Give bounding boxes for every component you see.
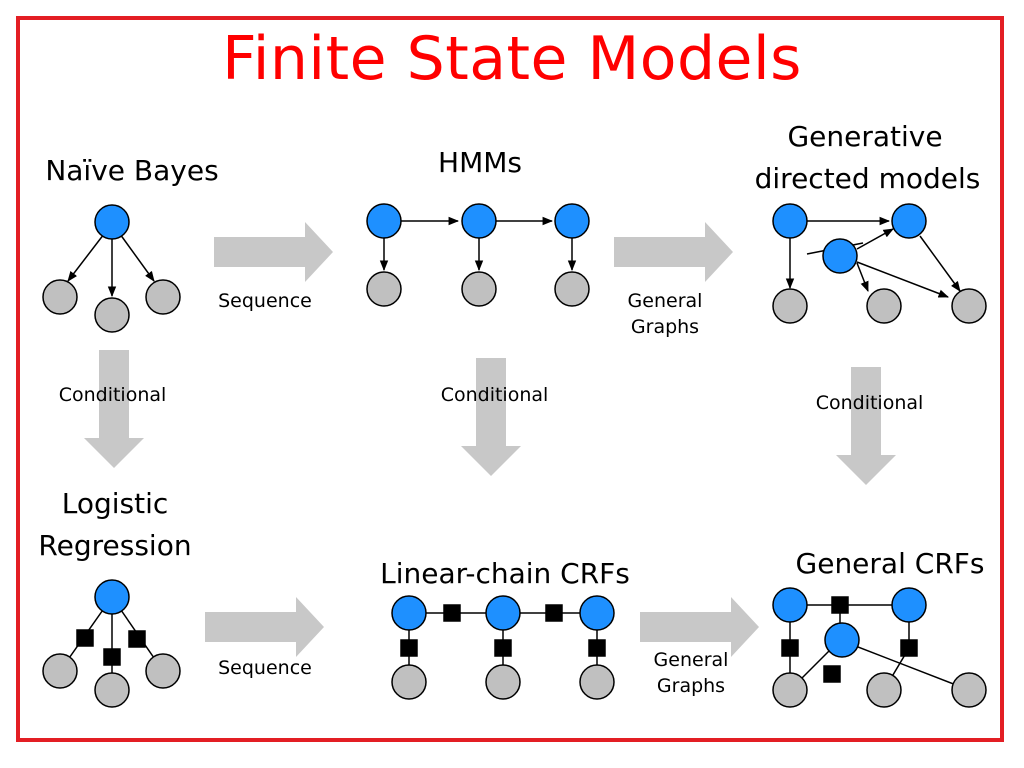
observed-node (42, 279, 78, 315)
factor-node (494, 639, 512, 657)
hidden-node (891, 203, 927, 239)
factor-node (588, 639, 606, 657)
hidden-node (461, 203, 497, 239)
observed-node (866, 288, 902, 324)
observed-node (772, 288, 808, 324)
observed-node (366, 271, 402, 307)
observed-node (772, 672, 808, 708)
observed-node (554, 271, 590, 307)
hidden-node (366, 203, 402, 239)
observed-node (94, 672, 130, 708)
hidden-node (772, 203, 808, 239)
factor-node (443, 604, 461, 622)
factor-node (103, 648, 121, 666)
label-logistic-line1: Logistic (61, 487, 169, 520)
label-sequence-top: Sequence (218, 290, 312, 312)
observed-node (461, 271, 497, 307)
hidden-node (824, 622, 860, 658)
arrow-sequence-top (214, 222, 333, 282)
observed-node (951, 288, 987, 324)
label-linear-chain-crfs: Linear-chain CRFs (380, 557, 630, 590)
hidden-node (579, 595, 615, 631)
slide-title: Finite State Models (222, 24, 802, 94)
label-generative-line1: Generative (787, 120, 943, 153)
observed-node (485, 664, 521, 700)
observed-node (145, 279, 181, 315)
observed-node (391, 664, 427, 700)
hidden-node (822, 238, 858, 274)
factor-node (781, 639, 799, 657)
label-logistic-line2: Regression (38, 529, 192, 562)
factor-node (76, 629, 94, 647)
hidden-node (391, 595, 427, 631)
observed-node (579, 664, 615, 700)
naive-bayes-graph (42, 204, 181, 333)
label-conditional-right: Conditional (815, 392, 924, 414)
label-general-graphs-bottom-line1: General (653, 649, 729, 671)
hidden-node (554, 203, 590, 239)
hmm-graph (366, 203, 590, 307)
arrow-conditional-left (84, 350, 144, 468)
general-crf-graph (772, 587, 987, 708)
label-naive-bayes: Naïve Bayes (45, 154, 219, 187)
label-general-graphs-top-line1: General (627, 290, 703, 312)
label-general-graphs-bottom-line2: Graphs (656, 675, 726, 697)
label-generative-line2: directed models (754, 162, 981, 195)
hidden-node (94, 204, 130, 240)
arrow-conditional-middle (461, 358, 521, 476)
factor-node (823, 665, 841, 683)
arrow-sequence-bottom (205, 597, 324, 657)
label-general-crfs: General CRFs (795, 547, 985, 580)
logistic-regression-graph (42, 579, 181, 708)
label-general-graphs-top-line2: Graphs (630, 316, 700, 338)
observed-node (94, 297, 130, 333)
label-conditional-middle: Conditional (440, 384, 549, 406)
label-conditional-left: Conditional (58, 384, 167, 406)
factor-node (400, 639, 418, 657)
label-sequence-bottom: Sequence (218, 657, 312, 679)
factor-node (900, 639, 918, 657)
label-hmms: HMMs (438, 146, 522, 179)
hidden-node (772, 587, 808, 623)
slide-frame (16, 16, 1004, 742)
arrow-conditional-right (836, 367, 896, 485)
generative-directed-graph (772, 203, 987, 324)
factor-node (545, 604, 563, 622)
observed-node (951, 672, 987, 708)
observed-node (866, 672, 902, 708)
factor-node (831, 596, 849, 614)
arrow-general-graphs-top (614, 222, 733, 282)
linear-chain-crf-graph (391, 595, 615, 700)
arrow-general-graphs-bottom (640, 597, 759, 657)
hidden-node (485, 595, 521, 631)
observed-node (145, 653, 181, 689)
factor-node (128, 630, 146, 648)
hidden-node (891, 587, 927, 623)
observed-node (42, 653, 78, 689)
hidden-node (94, 579, 130, 615)
